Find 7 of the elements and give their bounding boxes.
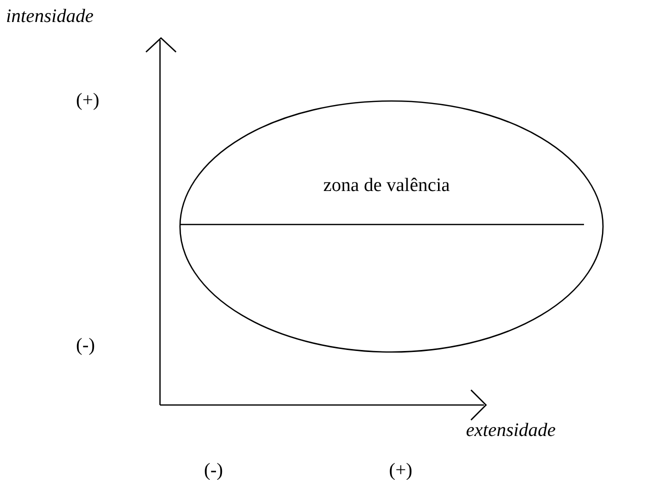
scale-mark: (-) <box>204 461 223 480</box>
scale-mark: (+) <box>389 461 412 480</box>
scale-mark: (-) <box>76 336 95 355</box>
axis-title: extensidade <box>466 421 556 440</box>
scale-mark: (+) <box>76 91 100 110</box>
axis-title: intensidade <box>6 7 94 26</box>
zone-label: zona de valência <box>322 176 451 195</box>
